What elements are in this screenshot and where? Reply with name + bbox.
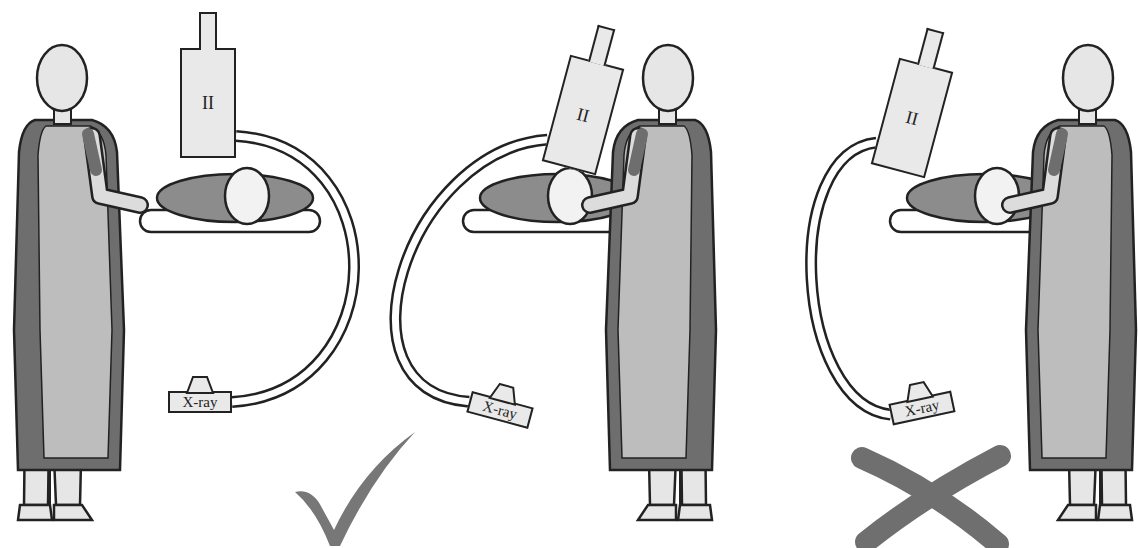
c-arm bbox=[232, 136, 354, 402]
intensifier-camera bbox=[199, 12, 217, 50]
intensifier-camera bbox=[588, 25, 615, 66]
node-label: II bbox=[575, 105, 591, 125]
node-label: II bbox=[202, 94, 214, 112]
operator bbox=[1010, 45, 1136, 520]
x-ray-tube: X-ray bbox=[466, 391, 534, 429]
image-intensifier: II bbox=[180, 48, 236, 158]
intensifier-camera bbox=[917, 28, 944, 69]
cross-mark bbox=[866, 456, 1000, 542]
tube-collimator bbox=[184, 375, 216, 393]
c-arm bbox=[811, 143, 891, 415]
image-intensifier: II bbox=[871, 58, 954, 179]
x-ray-tube: X-ray bbox=[168, 391, 232, 413]
operator bbox=[14, 45, 140, 520]
x-ray-tube: X-ray bbox=[888, 391, 955, 426]
patient bbox=[140, 168, 320, 232]
node-label: II bbox=[904, 108, 920, 128]
tick-mark bbox=[295, 432, 415, 546]
node-label: X-ray bbox=[183, 395, 218, 410]
c-arm bbox=[395, 140, 547, 402]
